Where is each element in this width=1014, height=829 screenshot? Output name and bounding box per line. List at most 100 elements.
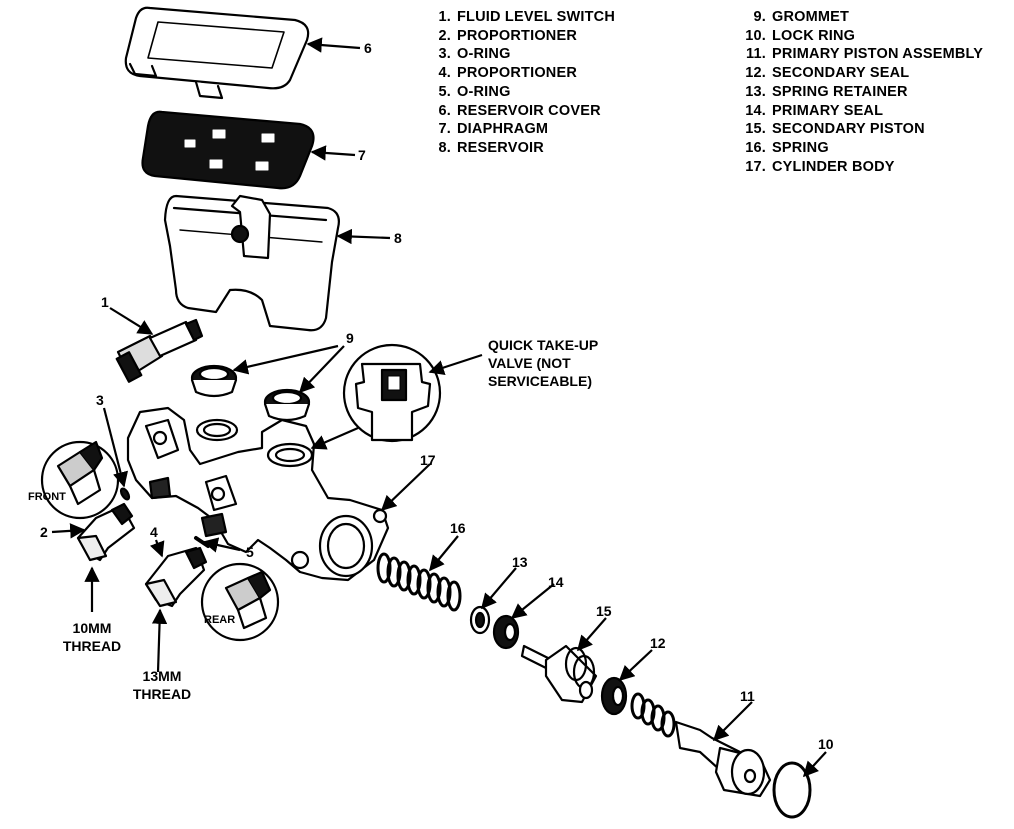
legend-item-number: 6.: [438, 102, 451, 119]
proportioner-front: [76, 502, 136, 562]
o-ring-front: [119, 487, 131, 501]
secondary-seal: [600, 676, 628, 716]
legend-item-number: 8.: [438, 139, 451, 156]
callout-1: 1: [101, 294, 109, 310]
callout-8: 8: [394, 230, 402, 246]
legend-item: 13. SPRING RETAINER: [740, 83, 983, 102]
rear-port-detail: [200, 562, 280, 642]
spring-16: [376, 552, 462, 612]
callout-2: 2: [40, 524, 48, 540]
legend-item: 2. PROPORTIONER: [425, 27, 615, 46]
legend-item-label: PROPORTIONER: [457, 65, 578, 82]
legend-item-label: LOCK RING: [772, 27, 856, 44]
legend-item-number: 16.: [745, 139, 766, 156]
callout-3: 3: [96, 392, 104, 408]
secondary-piston: [520, 644, 598, 704]
reservoir-cover: [124, 6, 310, 100]
legend-item-number: 3.: [438, 46, 451, 63]
quick-take-up-label-2: VALVE (NOT: [488, 355, 571, 371]
legend-item-label: FLUID LEVEL SWITCH: [457, 9, 615, 25]
legend-item-label: PRIMARY PISTON ASSEMBLY: [772, 46, 984, 63]
legend-item: 16. SPRING: [740, 139, 983, 158]
legend-item: 6. RESERVOIR COVER: [425, 102, 615, 121]
front-label: FRONT: [28, 491, 66, 503]
legend-item-label: SECONDARY SEAL: [772, 65, 910, 82]
legend-item-label: SECONDARY PISTON: [772, 121, 925, 138]
legend-item-label: O-RING: [457, 83, 511, 100]
legend-item: 14. PRIMARY SEAL: [740, 102, 983, 121]
cylinder-body: [126, 406, 390, 582]
primary-piston-assembly: [630, 692, 772, 798]
callout-15: 15: [596, 603, 612, 619]
legend-item-label: PROPORTIONER: [457, 27, 578, 44]
grommets: [190, 364, 311, 422]
legend-item-number: 7.: [438, 121, 451, 138]
callout-14: 14: [548, 574, 564, 590]
quick-take-up-label-1: QUICK TAKE-UP: [488, 337, 599, 353]
legend-item: 12. SECONDARY SEAL: [740, 64, 983, 83]
callout-4: 4: [150, 524, 158, 540]
callout-9: 9: [346, 330, 354, 346]
callout-13: 13: [512, 554, 528, 570]
quick-take-up-valve-detail: [342, 343, 442, 443]
thread-10mm-label-1: 10MM: [72, 620, 112, 636]
legend-item-number: 9.: [753, 9, 766, 25]
callout-6: 6: [364, 40, 372, 56]
thread-13mm-label-2: THREAD: [132, 686, 192, 702]
legend-item: 9. GROMMET: [740, 8, 983, 27]
leader-lines: [51, 37, 827, 778]
legend-item-label: PRIMARY SEAL: [772, 102, 884, 119]
legend-item: 1. FLUID LEVEL SWITCH: [425, 8, 615, 27]
parts-legend-left: 1. FLUID LEVEL SWITCH 2. PROPORTIONER 3. O-RI…: [425, 8, 615, 158]
legend-item: 15. SECONDARY PISTON: [740, 120, 983, 139]
legend-item: 3. O-RING: [425, 45, 615, 64]
legend-item: 4. PROPORTIONER: [425, 64, 615, 83]
legend-item-number: 1.: [438, 9, 451, 25]
legend-item: 11. PRIMARY PISTON ASSEMBLY: [740, 45, 983, 64]
legend-item-label: SPRING: [772, 139, 829, 156]
legend-item-label: RESERVOIR: [457, 139, 544, 156]
callout-10: 10: [818, 736, 834, 752]
primary-seal: [492, 614, 520, 650]
callout-12: 12: [650, 635, 666, 651]
parts-legend-right: 9. GROMMET 10. LOCK RING 11. PRIMARY PISTON A…: [740, 8, 983, 176]
legend-item: 17. CYLINDER BODY: [740, 158, 983, 177]
legend-item-label: SPRING RETAINER: [772, 83, 908, 100]
callout-11: 11: [740, 688, 755, 704]
legend-item-number: 10.: [745, 27, 766, 44]
rear-label: REAR: [204, 614, 236, 626]
callout-7: 7: [358, 147, 366, 163]
legend-item-number: 13.: [745, 83, 766, 100]
lock-ring: [772, 761, 812, 819]
legend-item-number: 15.: [745, 121, 766, 138]
proportioner-rear: [144, 546, 208, 608]
legend-item-label: O-RING: [457, 46, 511, 63]
legend-item-label: CYLINDER BODY: [772, 158, 895, 175]
legend-item-number: 14.: [745, 102, 766, 119]
callout-16: 16: [450, 520, 466, 536]
legend-item: 8. RESERVOIR: [425, 139, 615, 158]
legend-item-label: GROMMET: [772, 9, 850, 25]
fluid-level-switch: [115, 318, 204, 383]
diaphragm: [141, 110, 315, 190]
callout-17: 17: [420, 452, 436, 468]
reservoir: [163, 194, 340, 332]
legend-item-label: DIAPHRAGM: [457, 121, 549, 138]
front-port-detail: [40, 440, 120, 520]
thread-10mm-label-2: THREAD: [62, 638, 122, 654]
legend-item-number: 2.: [438, 27, 451, 44]
legend-item: 10. LOCK RING: [740, 27, 983, 46]
legend-item-label: RESERVOIR COVER: [457, 102, 601, 119]
thread-13mm-label-1: 13MM: [142, 668, 182, 684]
legend-item: 5. O-RING: [425, 83, 615, 102]
legend-item-number: 11.: [746, 46, 766, 63]
callout-5: 5: [246, 544, 254, 560]
legend-item-number: 4.: [438, 65, 451, 82]
legend-item: 7. DIAPHRAGM: [425, 120, 615, 139]
legend-item-number: 17.: [745, 158, 766, 175]
legend-item-number: 12.: [745, 65, 766, 82]
quick-take-up-label-3: SERVICEABLE): [488, 373, 592, 389]
legend-item-number: 5.: [438, 83, 451, 100]
